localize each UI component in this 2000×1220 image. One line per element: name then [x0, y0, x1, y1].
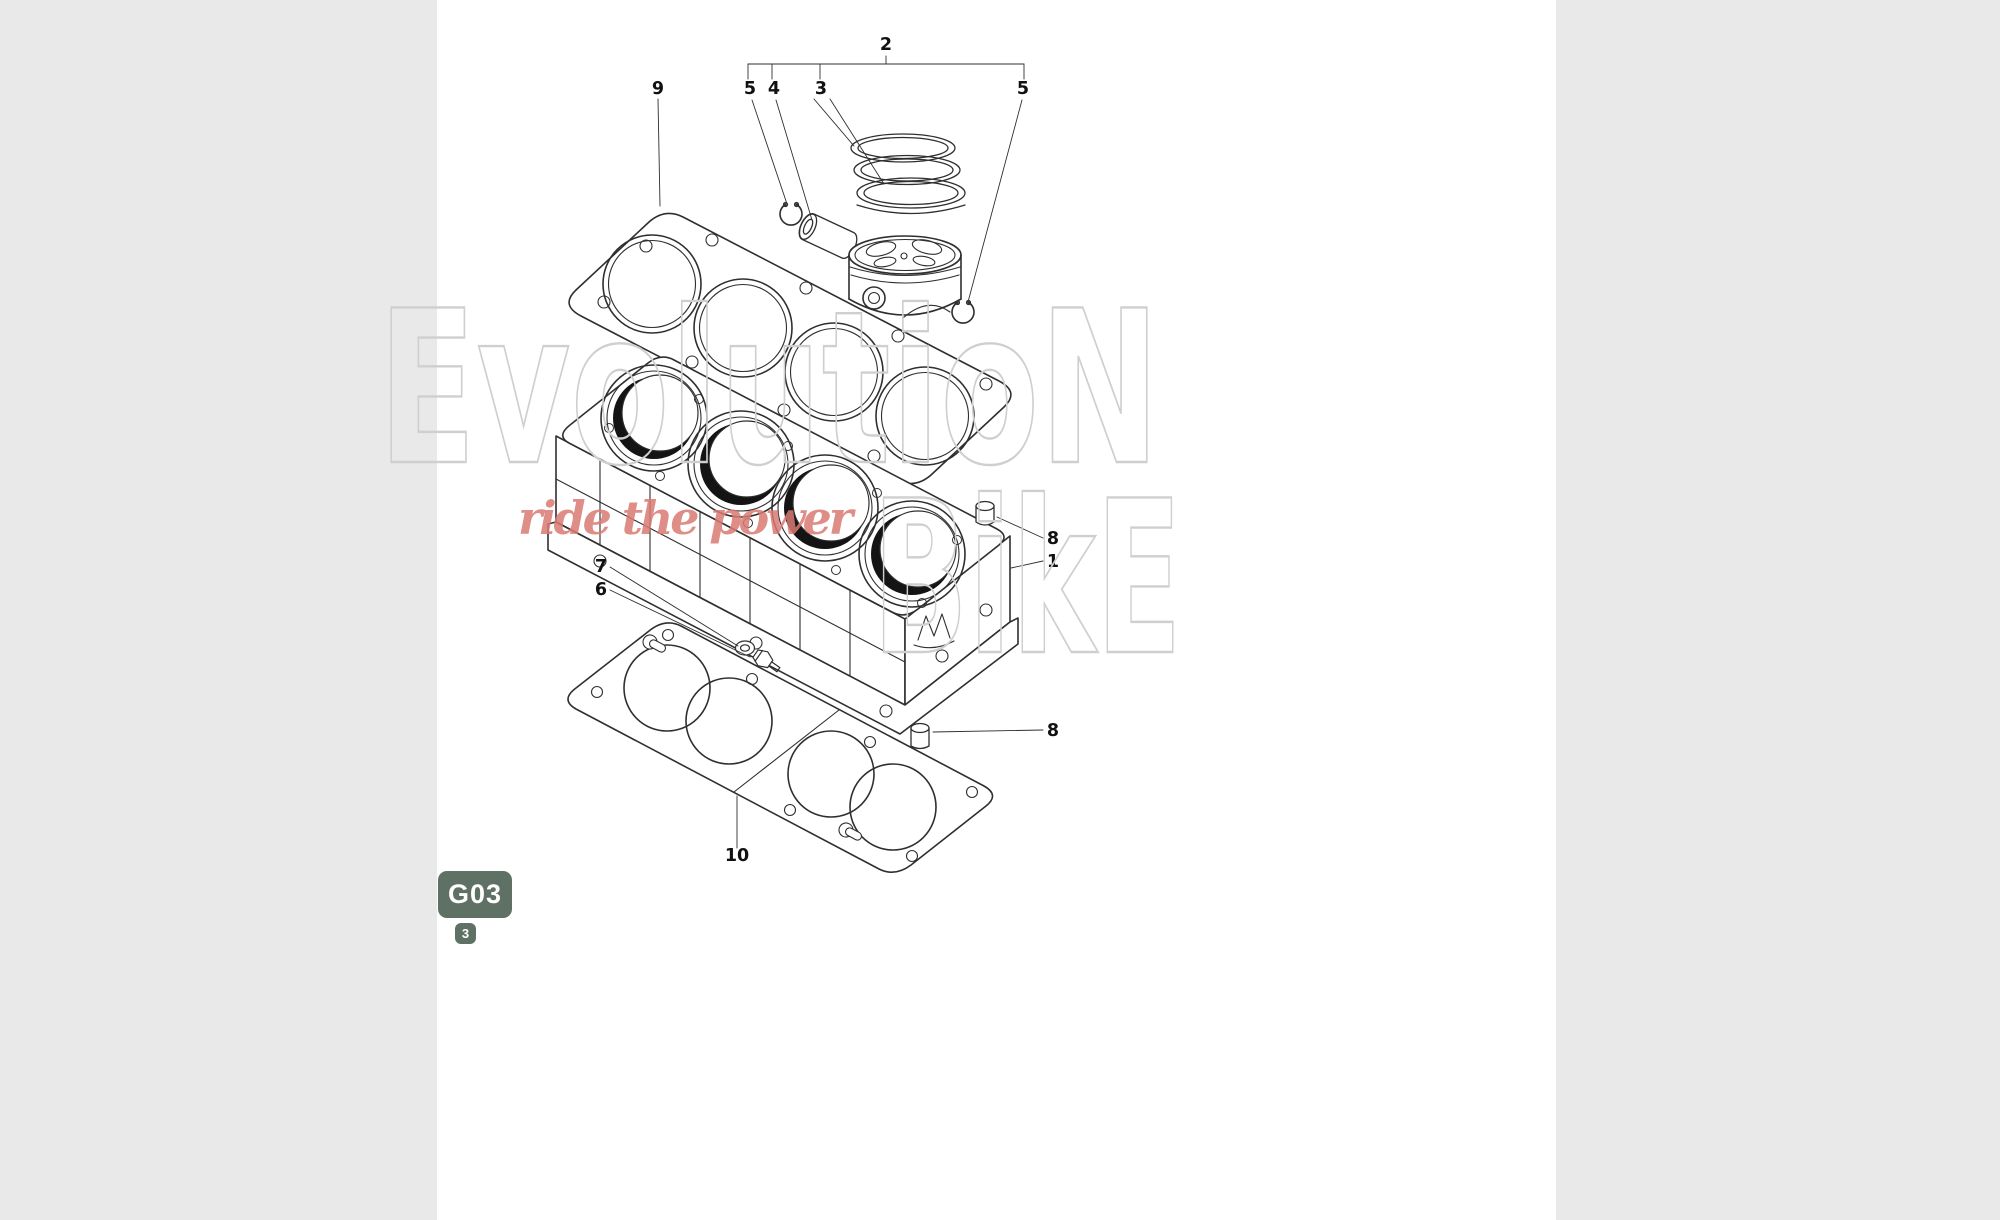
bolt: [752, 649, 781, 673]
callout-5-left: 5: [744, 79, 756, 99]
callout-numbers: 2 9 5 4 3 5 8 1 7 6 8 10: [595, 35, 1059, 866]
watermark-tagline: ride the power: [518, 491, 857, 545]
dowel-pin-lower: [910, 722, 930, 750]
diagram-code-label: G03: [447, 879, 503, 909]
callout-5-right: 5: [1017, 79, 1029, 99]
callout-9: 9: [652, 79, 664, 99]
callout-2: 2: [880, 35, 892, 55]
circlip-left: [779, 201, 803, 226]
watermark: EvolutioN BikE ride the power: [377, 264, 1183, 703]
watermark-line2: BikE: [872, 455, 1182, 702]
callout-8-lower: 8: [1047, 721, 1059, 741]
base-gasket: [567, 622, 994, 873]
callout-1: 1: [1047, 552, 1059, 572]
leader-lines: [609, 55, 1044, 849]
washer: [734, 640, 756, 656]
dowel-pin-upper: [975, 500, 995, 526]
callout-10: 10: [725, 846, 749, 866]
piston-ring-set: [850, 133, 966, 215]
diagram-code-badge: G03: [438, 871, 512, 918]
callout-6: 6: [595, 580, 607, 600]
diagram-page-label: 3: [461, 926, 470, 941]
left-margin: [0, 0, 437, 1220]
callout-3: 3: [815, 79, 827, 99]
mv-logo-mark: [913, 613, 955, 649]
diagram-page-badge: 3: [455, 923, 476, 944]
callout-4: 4: [768, 79, 780, 99]
cylinder-bores: [600, 364, 966, 608]
cylinder-block: [547, 356, 1019, 735]
callout-8-upper: 8: [1047, 529, 1059, 549]
right-margin: [1556, 0, 2000, 1220]
head-gasket: [568, 212, 1012, 485]
watermark-line1: EvolutioN: [378, 265, 1160, 512]
piston: [848, 235, 962, 319]
callout-7: 7: [595, 557, 607, 577]
